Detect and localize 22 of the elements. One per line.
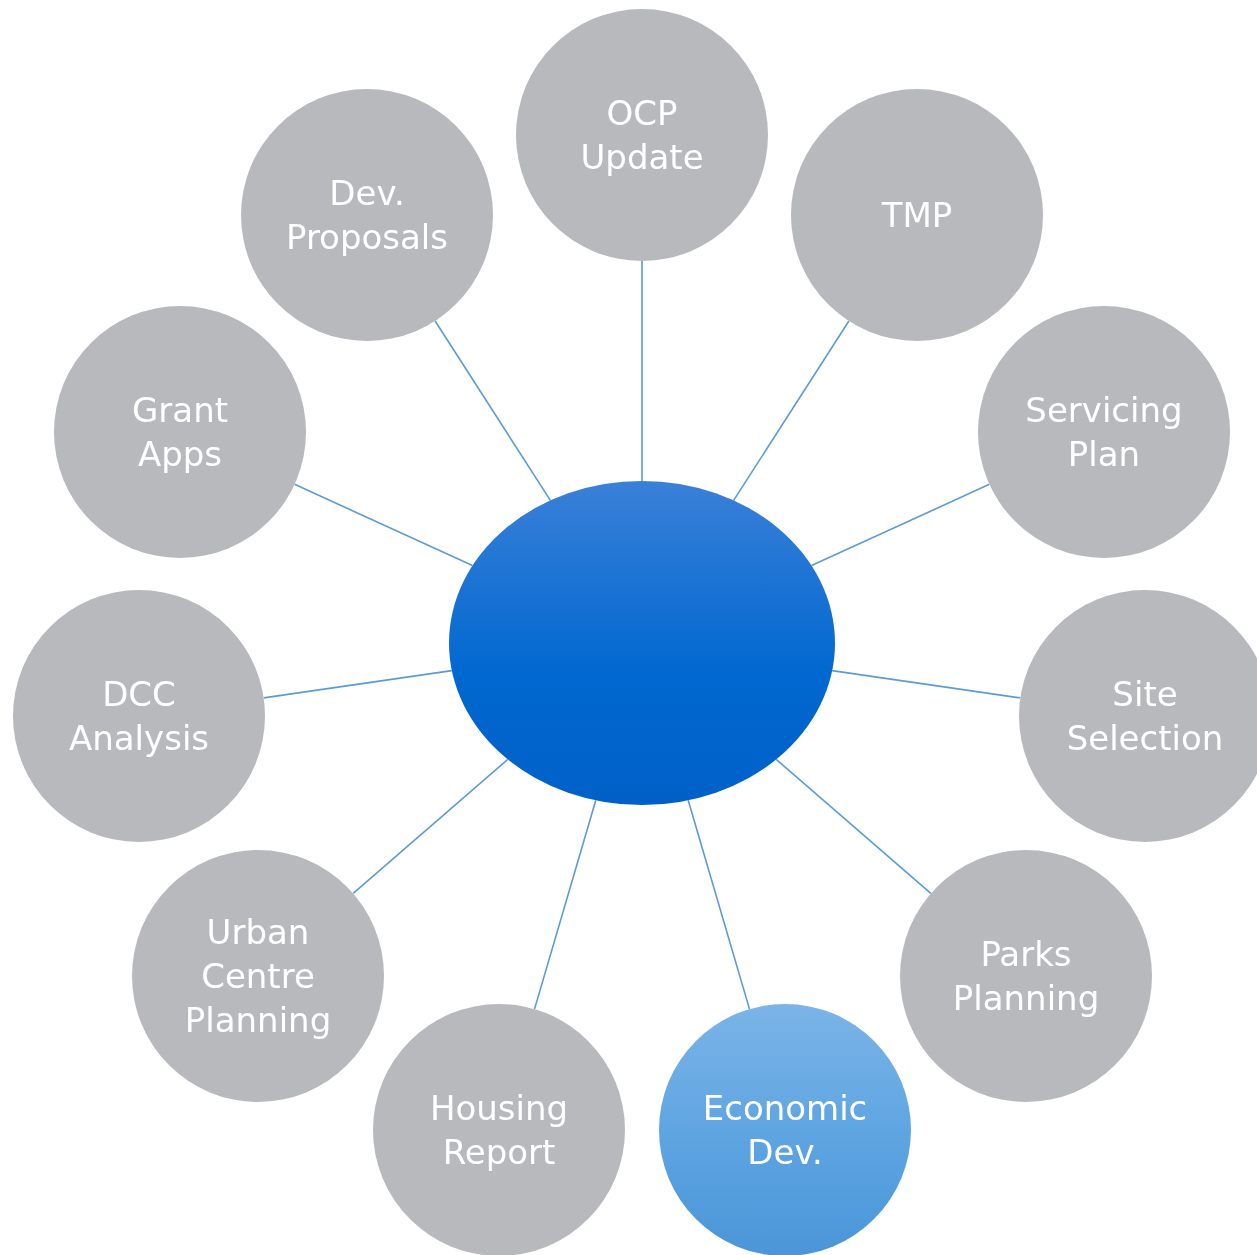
node-label: OCP Update bbox=[579, 91, 705, 179]
node-label: Housing Report bbox=[428, 1086, 570, 1174]
connector-line bbox=[434, 320, 552, 502]
node-label: Parks Planning bbox=[951, 932, 1101, 1020]
node-label: Dev. Proposals bbox=[285, 171, 449, 259]
node-label: DCC Analysis bbox=[67, 672, 211, 760]
connector-line bbox=[831, 669, 1022, 699]
connector-line bbox=[641, 260, 643, 482]
connector-line bbox=[687, 799, 751, 1010]
connector-line bbox=[810, 483, 991, 567]
node-label: Servicing Plan bbox=[1024, 388, 1184, 476]
node-label: Urban Centre Planning bbox=[183, 910, 333, 1043]
connector-line bbox=[533, 799, 597, 1010]
connector-line bbox=[775, 758, 932, 895]
node-label: TMP bbox=[880, 193, 954, 237]
connector-line bbox=[732, 320, 850, 502]
connector-line bbox=[293, 483, 474, 567]
node-label: Grant Apps bbox=[130, 388, 229, 476]
connector-line bbox=[262, 669, 453, 699]
connector-line bbox=[352, 758, 509, 895]
node-label: Site Selection bbox=[1065, 672, 1225, 760]
node-label: Economic Dev. bbox=[701, 1086, 869, 1174]
